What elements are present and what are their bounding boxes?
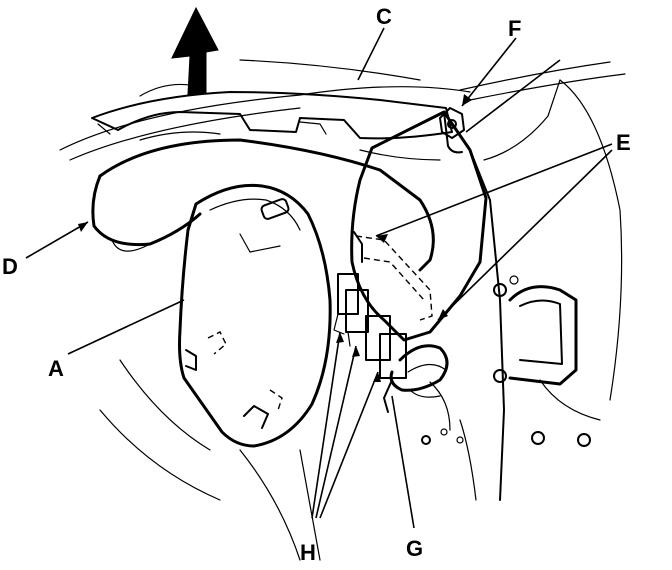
leader-c [357, 27, 385, 81]
leader-h-1 [311, 331, 341, 519]
callout-label-h: H [300, 540, 316, 565]
lift-arrow [139, 6, 219, 97]
callout-label-d: D [2, 254, 18, 279]
wire-harness-g [383, 344, 451, 431]
leader-h-2 [315, 345, 357, 519]
connectors-h [333, 273, 407, 379]
callout-label-c: C [376, 4, 392, 29]
shroud-d [91, 138, 441, 272]
leader-e-1 [465, 59, 561, 133]
leader-lines [25, 27, 613, 529]
callout-label-e: E [616, 130, 631, 155]
leader-d [25, 221, 89, 259]
leader-h-3 [319, 371, 379, 519]
leader-f [461, 37, 517, 107]
leader-e-2 [375, 143, 613, 237]
cover-c [91, 91, 453, 141]
callout-label-g: G [406, 536, 423, 561]
callout-label-f: F [508, 16, 521, 41]
body-background-lines [59, 59, 626, 561]
relay-box-body [350, 107, 488, 342]
fuse-box-cover-a [178, 183, 332, 448]
leader-g [391, 395, 415, 529]
leader-a [67, 299, 185, 355]
inner-panel [421, 79, 623, 501]
callout-label-a: A [48, 356, 64, 381]
leader-e-3 [437, 149, 613, 321]
